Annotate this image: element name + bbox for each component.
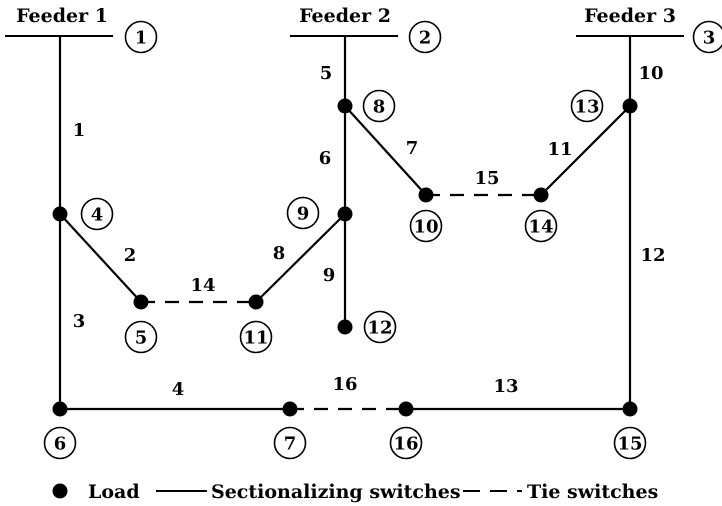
switch-label-8: 8 (273, 243, 286, 264)
feeder-2-title: Feeder 2 (299, 5, 391, 27)
legend-sectionalizing-label: Sectionalizing switches (211, 481, 461, 503)
tie-lines (141, 193, 541, 411)
node-label-5-text: 5 (135, 328, 148, 349)
legend-load-dot-icon (52, 483, 68, 499)
sectionalizing-lines (58, 36, 632, 411)
node-label-15: 15 (613, 426, 647, 460)
node-label-15-text: 15 (617, 434, 642, 455)
node-label-1-text: 1 (135, 28, 148, 49)
switch-label-4: 4 (172, 379, 185, 400)
node-label-6: 6 (43, 426, 77, 460)
load-dot-12 (337, 319, 353, 335)
switch-number-labels: 1 2 3 4 5 6 7 8 9 10 11 12 13 14 15 16 (73, 63, 666, 400)
node-label-2: 2 (408, 20, 442, 54)
switch-label-15: 15 (474, 168, 499, 189)
node-label-16: 16 (389, 426, 423, 460)
node-label-8: 8 (362, 89, 396, 123)
branch-2 (59, 213, 142, 303)
node-label-10: 10 (409, 209, 443, 243)
switch-label-9: 9 (323, 265, 336, 286)
node-label-7: 7 (273, 426, 307, 460)
load-dot-5 (133, 294, 149, 310)
feeder-3-title: Feeder 3 (584, 5, 676, 27)
legend-tie-label: Tie switches (527, 481, 658, 503)
node-label-5: 5 (124, 320, 158, 354)
node-label-4: 4 (80, 197, 114, 231)
branch-7 (344, 105, 427, 196)
node-label-14: 14 (524, 209, 558, 243)
switch-label-13: 13 (493, 376, 518, 397)
node-label-11-text: 11 (243, 328, 268, 349)
load-dot-7 (282, 401, 298, 417)
node-label-12: 12 (363, 310, 397, 344)
load-dot-10 (418, 187, 434, 203)
node-label-13: 13 (570, 89, 604, 123)
node-label-11: 11 (239, 320, 273, 354)
node-label-4-text: 4 (91, 205, 104, 226)
node-label-8-text: 8 (373, 97, 386, 118)
node-label-13-text: 13 (574, 97, 599, 118)
switch-label-2: 2 (124, 245, 137, 266)
node-label-9-text: 9 (297, 204, 310, 225)
load-dot-4 (52, 206, 68, 222)
node-label-3: 3 (692, 20, 722, 54)
switch-label-11: 11 (547, 139, 572, 160)
load-dot-13 (622, 98, 638, 114)
feeder-1-title: Feeder 1 (16, 5, 108, 27)
switch-label-1: 1 (73, 120, 86, 141)
node-label-7-text: 7 (284, 434, 297, 455)
switch-label-3: 3 (73, 311, 86, 332)
switch-label-5: 5 (320, 63, 333, 84)
node-label-2-text: 2 (419, 28, 432, 49)
load-dots (52, 98, 638, 417)
switch-label-16: 16 (332, 374, 357, 395)
load-dot-14 (533, 187, 549, 203)
switch-label-6: 6 (319, 148, 332, 169)
node-label-16-text: 16 (393, 434, 418, 455)
node-label-14-text: 14 (528, 217, 553, 238)
node-label-10-text: 10 (413, 217, 438, 238)
node-label-9: 9 (286, 196, 320, 230)
load-dot-15 (622, 401, 638, 417)
node-label-12-text: 12 (367, 318, 392, 339)
node-label-6-text: 6 (54, 434, 67, 455)
switch-label-7: 7 (406, 138, 419, 159)
load-dot-8 (337, 98, 353, 114)
switch-label-12: 12 (640, 245, 665, 266)
branch-8 (255, 213, 346, 303)
load-dot-16 (398, 401, 414, 417)
node-label-3-text: 3 (703, 28, 716, 49)
legend-load-label: Load (88, 481, 140, 503)
load-dot-6 (52, 401, 68, 417)
legend: Load Sectionalizing switches Tie switche… (52, 481, 658, 503)
load-dot-9 (337, 206, 353, 222)
switch-label-10: 10 (638, 63, 663, 84)
switch-label-14: 14 (190, 275, 215, 296)
branch-11 (540, 105, 631, 196)
circled-node-labels: 1 2 3 4 5 6 7 8 (43, 20, 722, 460)
load-dot-11 (248, 294, 264, 310)
node-label-1: 1 (124, 20, 158, 54)
